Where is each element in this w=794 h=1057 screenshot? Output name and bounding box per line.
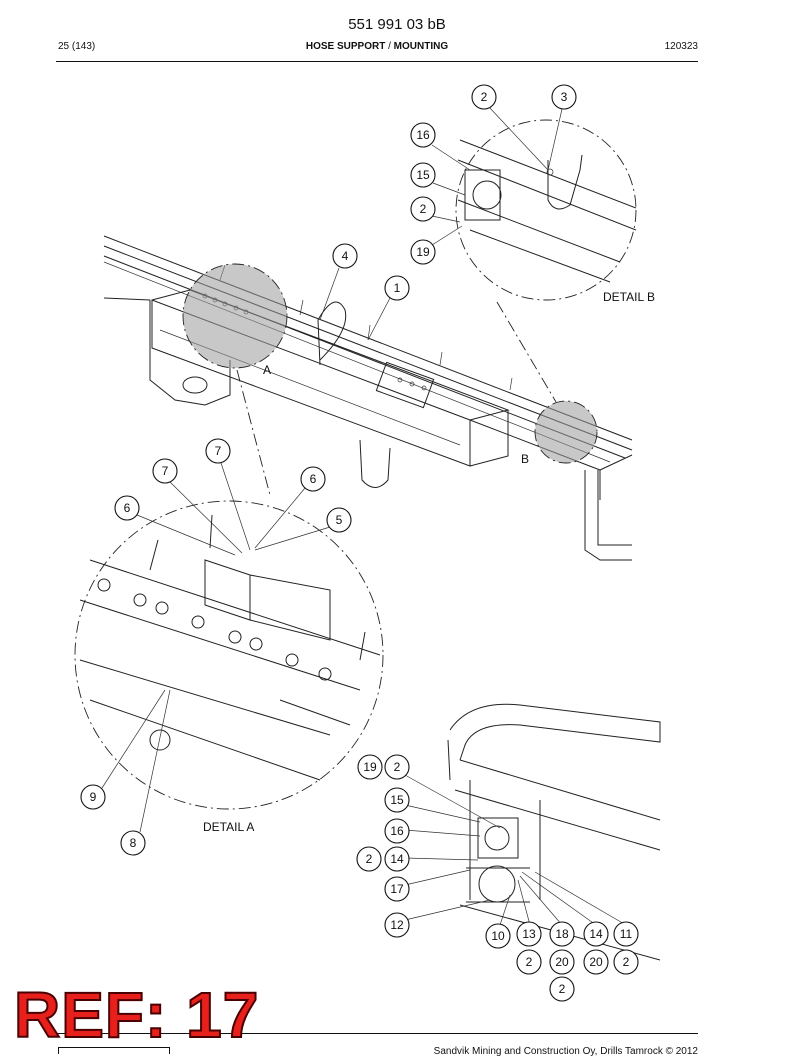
footer-copyright: Sandvik Mining and Construction Oy, Dril… — [433, 1046, 698, 1057]
svg-text:16: 16 — [390, 824, 404, 838]
document-date: 120323 — [664, 41, 698, 52]
svg-text:19: 19 — [416, 245, 430, 259]
label-detail-a: DETAIL A — [203, 820, 254, 834]
callout: 10 — [485, 923, 511, 949]
svg-text:10: 10 — [491, 929, 505, 943]
callout: 2 — [471, 84, 497, 110]
svg-text:12: 12 — [390, 918, 404, 932]
title-part-mounting: MOUNTING — [393, 41, 449, 52]
callout: 17 — [384, 876, 410, 902]
svg-text:15: 15 — [416, 168, 430, 182]
leader-lines — [101, 106, 627, 926]
svg-text:13: 13 — [522, 927, 536, 941]
callout-bubbles: 2 3 16 15 2 19 4 1 7 7 6 6 5 9 8 19 2 15… — [80, 84, 639, 1002]
callout: 14 — [583, 921, 609, 947]
callout: 13 — [516, 921, 542, 947]
callout: 2 — [384, 754, 410, 780]
svg-text:2: 2 — [481, 90, 488, 104]
svg-text:17: 17 — [390, 882, 404, 896]
svg-text:2: 2 — [394, 760, 401, 774]
svg-text:2: 2 — [420, 202, 427, 216]
callout: 20 — [549, 949, 575, 975]
footer-rule — [56, 1033, 698, 1034]
detail-b-projection-line — [496, 301, 557, 403]
boom-assembly — [103, 235, 633, 561]
svg-text:2: 2 — [526, 955, 533, 969]
detail-a-bolts — [97, 578, 332, 681]
detail-b-circle — [455, 119, 637, 301]
callout: 6 — [300, 466, 326, 492]
svg-text:20: 20 — [589, 955, 603, 969]
svg-text:14: 14 — [390, 852, 404, 866]
svg-text:11: 11 — [620, 927, 633, 941]
callout: 19 — [410, 239, 436, 265]
svg-text:2: 2 — [366, 852, 373, 866]
callout: 2 — [516, 949, 542, 975]
svg-text:20: 20 — [555, 955, 569, 969]
callout: 4 — [332, 243, 358, 269]
callout: 14 — [384, 846, 410, 872]
detail-b-view — [455, 119, 637, 301]
detail-a-circle — [74, 500, 384, 810]
detail-a-view — [74, 500, 384, 810]
callout: 9 — [80, 784, 106, 810]
label-a: A — [263, 363, 271, 377]
callout: 2 — [613, 949, 639, 975]
detail-a-zone — [182, 263, 288, 369]
detail-a-projection-line — [236, 369, 271, 496]
svg-text:2: 2 — [559, 982, 566, 996]
svg-text:6: 6 — [124, 501, 131, 515]
svg-text:18: 18 — [555, 927, 569, 941]
svg-text:14: 14 — [589, 927, 603, 941]
page-number: 25 (143) — [58, 41, 96, 52]
callout: 7 — [152, 458, 178, 484]
callout: 8 — [120, 830, 146, 856]
callout: 18 — [549, 921, 575, 947]
svg-text:15: 15 — [390, 793, 404, 807]
callout: 19 — [357, 754, 383, 780]
clamp-detail-view — [447, 703, 661, 961]
title-separator: / — [388, 41, 391, 52]
company-logo — [58, 1047, 170, 1054]
svg-text:1: 1 — [394, 281, 401, 295]
callout: 16 — [384, 818, 410, 844]
callout: 12 — [384, 912, 410, 938]
svg-text:5: 5 — [336, 513, 343, 527]
header-rule — [56, 61, 698, 62]
ref-stamp: REF: 17 — [13, 979, 260, 1051]
callout: 1 — [384, 275, 410, 301]
callout: 15 — [410, 162, 436, 188]
callout: 16 — [410, 122, 436, 148]
label-detail-b: DETAIL B — [603, 290, 655, 304]
document-number: 551 991 03 bB — [348, 16, 446, 33]
svg-text:7: 7 — [162, 464, 169, 478]
callout: 11 — [613, 921, 639, 947]
svg-text:9: 9 — [90, 790, 97, 804]
callout: 2 — [549, 976, 575, 1002]
callout: 20 — [583, 949, 609, 975]
svg-text:2: 2 — [623, 955, 630, 969]
callout: 15 — [384, 787, 410, 813]
svg-text:19: 19 — [363, 760, 377, 774]
label-b: B — [521, 452, 529, 466]
svg-text:16: 16 — [416, 128, 430, 142]
svg-text:4: 4 — [342, 249, 349, 263]
detail-b-zone — [534, 400, 598, 464]
callout: 2 — [410, 196, 436, 222]
callout: 6 — [114, 495, 140, 521]
callout: 7 — [205, 438, 231, 464]
svg-text:7: 7 — [215, 444, 222, 458]
callout: 3 — [551, 84, 577, 110]
title-part-hose-support: HOSE SUPPORT — [305, 41, 386, 52]
page-title: HOSE SUPPORT / MOUNTING — [0, 41, 754, 52]
svg-text:3: 3 — [561, 90, 568, 104]
svg-text:6: 6 — [310, 472, 317, 486]
svg-text:8: 8 — [130, 836, 137, 850]
callout: 5 — [326, 507, 352, 533]
callout: 2 — [356, 846, 382, 872]
